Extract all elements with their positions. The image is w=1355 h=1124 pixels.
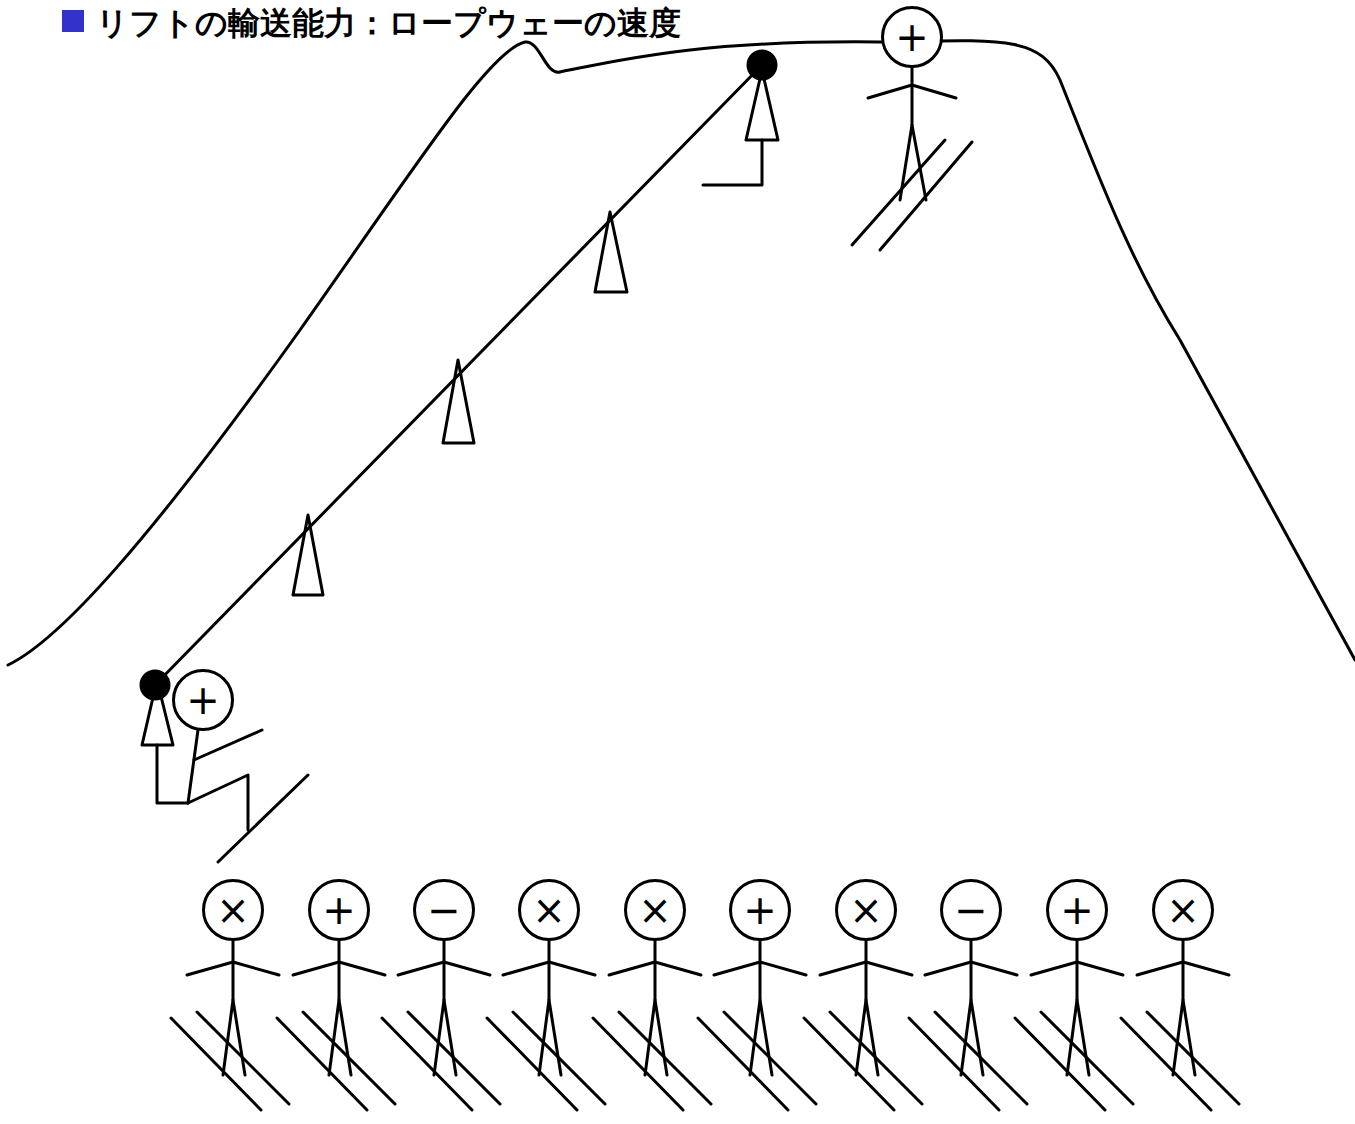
top-skier-figure (852, 67, 972, 250)
sign-symbol: − (427, 890, 461, 930)
sign-symbol: × (216, 890, 250, 930)
head-circle: + (1046, 879, 1108, 941)
sign-symbol: + (895, 17, 929, 57)
head-circle: − (940, 879, 1002, 941)
sign-symbol: × (532, 890, 566, 930)
head-circle: − (413, 879, 475, 941)
head-circle: + (172, 669, 234, 731)
sign-symbol: × (638, 890, 672, 930)
lift-rider-figure (188, 730, 308, 862)
lift-cable (155, 65, 762, 685)
sign-symbol: × (849, 890, 883, 930)
head-circle: × (1152, 879, 1214, 941)
head-circle: + (881, 6, 943, 68)
head-circle: × (835, 879, 897, 941)
lift-chairs (142, 70, 778, 803)
sign-symbol: + (322, 890, 356, 930)
sign-symbol: + (743, 890, 777, 930)
sign-symbol: − (954, 890, 988, 930)
head-circle: + (308, 879, 370, 941)
sign-symbol: × (1166, 890, 1200, 930)
head-circle: + (729, 879, 791, 941)
head-circle: × (518, 879, 580, 941)
page-title: リフトの輸送能力：ロープウェーの速度 (96, 2, 681, 46)
sign-symbol: + (186, 680, 220, 720)
head-circle: × (624, 879, 686, 941)
queue-skier-figures (171, 941, 1239, 1110)
title-bullet (62, 10, 84, 32)
mountain-outline (8, 41, 1355, 665)
head-circle: × (202, 879, 264, 941)
top-station (748, 51, 776, 79)
sign-symbol: + (1060, 890, 1094, 930)
bottom-station (141, 671, 169, 699)
